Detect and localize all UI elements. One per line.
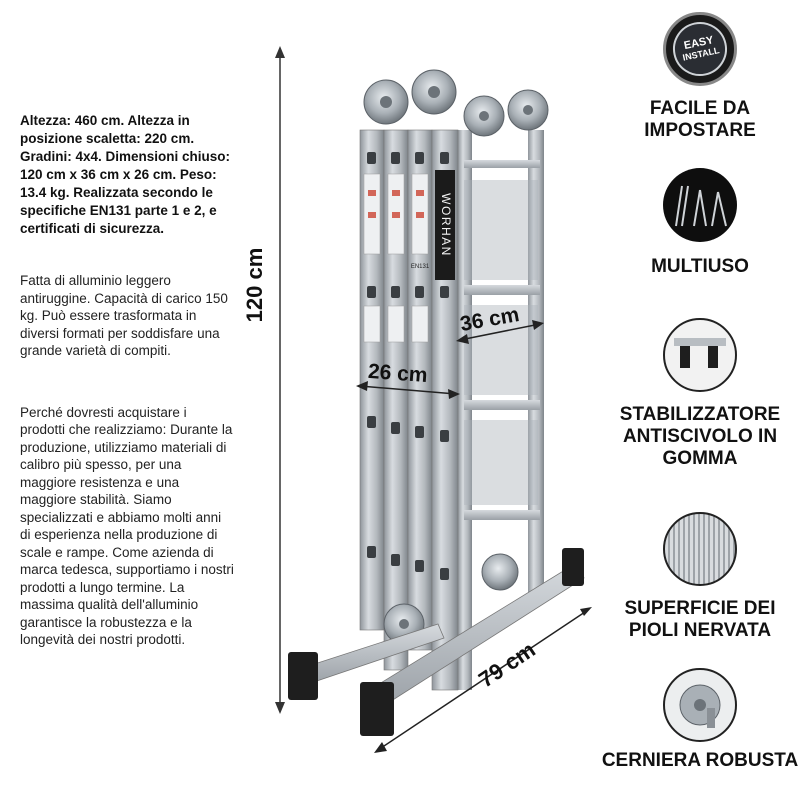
feature-easy-install: EASY INSTALL FACILE DA IMPOSTARE — [600, 12, 800, 142]
ribbed-surface-icon — [663, 512, 737, 586]
ladder-back-section — [458, 130, 544, 690]
brand-label: WORHAN — [439, 193, 453, 257]
ladder-front-rails: WORHAN EN131 — [359, 129, 459, 691]
product-description: Altezza: 460 cm. Altezza in posizione sc… — [20, 112, 235, 649]
easy-install-badge-icon: EASY INSTALL — [663, 12, 737, 86]
base-dimension — [374, 607, 592, 753]
width-dimension — [456, 320, 544, 344]
feature-label-ribbed: SUPERFICIE DEI PIOLI NERVATA — [624, 598, 776, 641]
material-paragraph: Fatta di alluminio leggero antiruggine. … — [20, 273, 228, 358]
hinge-icon — [663, 668, 737, 742]
ladder-configurations-icon — [663, 168, 737, 242]
depth-dimension — [356, 381, 460, 399]
company-paragraph: Perché dovresti acquistare i prodotti ch… — [20, 404, 234, 648]
feature-label-multiuse: MULTIUSO — [651, 256, 749, 277]
rubber-foot-icon — [663, 318, 737, 392]
feature-label-hinge: CERNIERA ROBUSTA — [601, 750, 799, 771]
feature-strong-hinge: CERNIERA ROBUSTA — [600, 668, 800, 772]
ladder-illustration: WORHAN EN131 — [238, 40, 608, 800]
features-column: EASY INSTALL FACILE DA IMPOSTARE MULTIUS… — [600, 0, 800, 800]
feature-ribbed-surface: SUPERFICIE DEI PIOLI NERVATA — [600, 512, 800, 642]
depth-label: 26 cm — [367, 359, 429, 388]
cert-label: EN131 — [411, 264, 430, 270]
height-label: 120 cm — [242, 247, 267, 323]
feature-label-stabilizer: STABILIZZATORE ANTISCIVOLO IN GOMMA — [619, 404, 781, 469]
ladder-svg: WORHAN EN131 — [275, 46, 592, 753]
feature-multiuse: MULTIUSO — [600, 168, 800, 278]
specs-text: Altezza: 460 cm. Altezza in posizione sc… — [20, 113, 231, 236]
feature-label-easy: FACILE DA IMPOSTARE — [644, 98, 756, 141]
height-dimension — [275, 46, 285, 714]
top-hinges — [363, 69, 549, 137]
feature-rubber-stabilizer: STABILIZZATORE ANTISCIVOLO IN GOMMA — [600, 318, 800, 470]
stabilizer-bars — [288, 548, 585, 736]
